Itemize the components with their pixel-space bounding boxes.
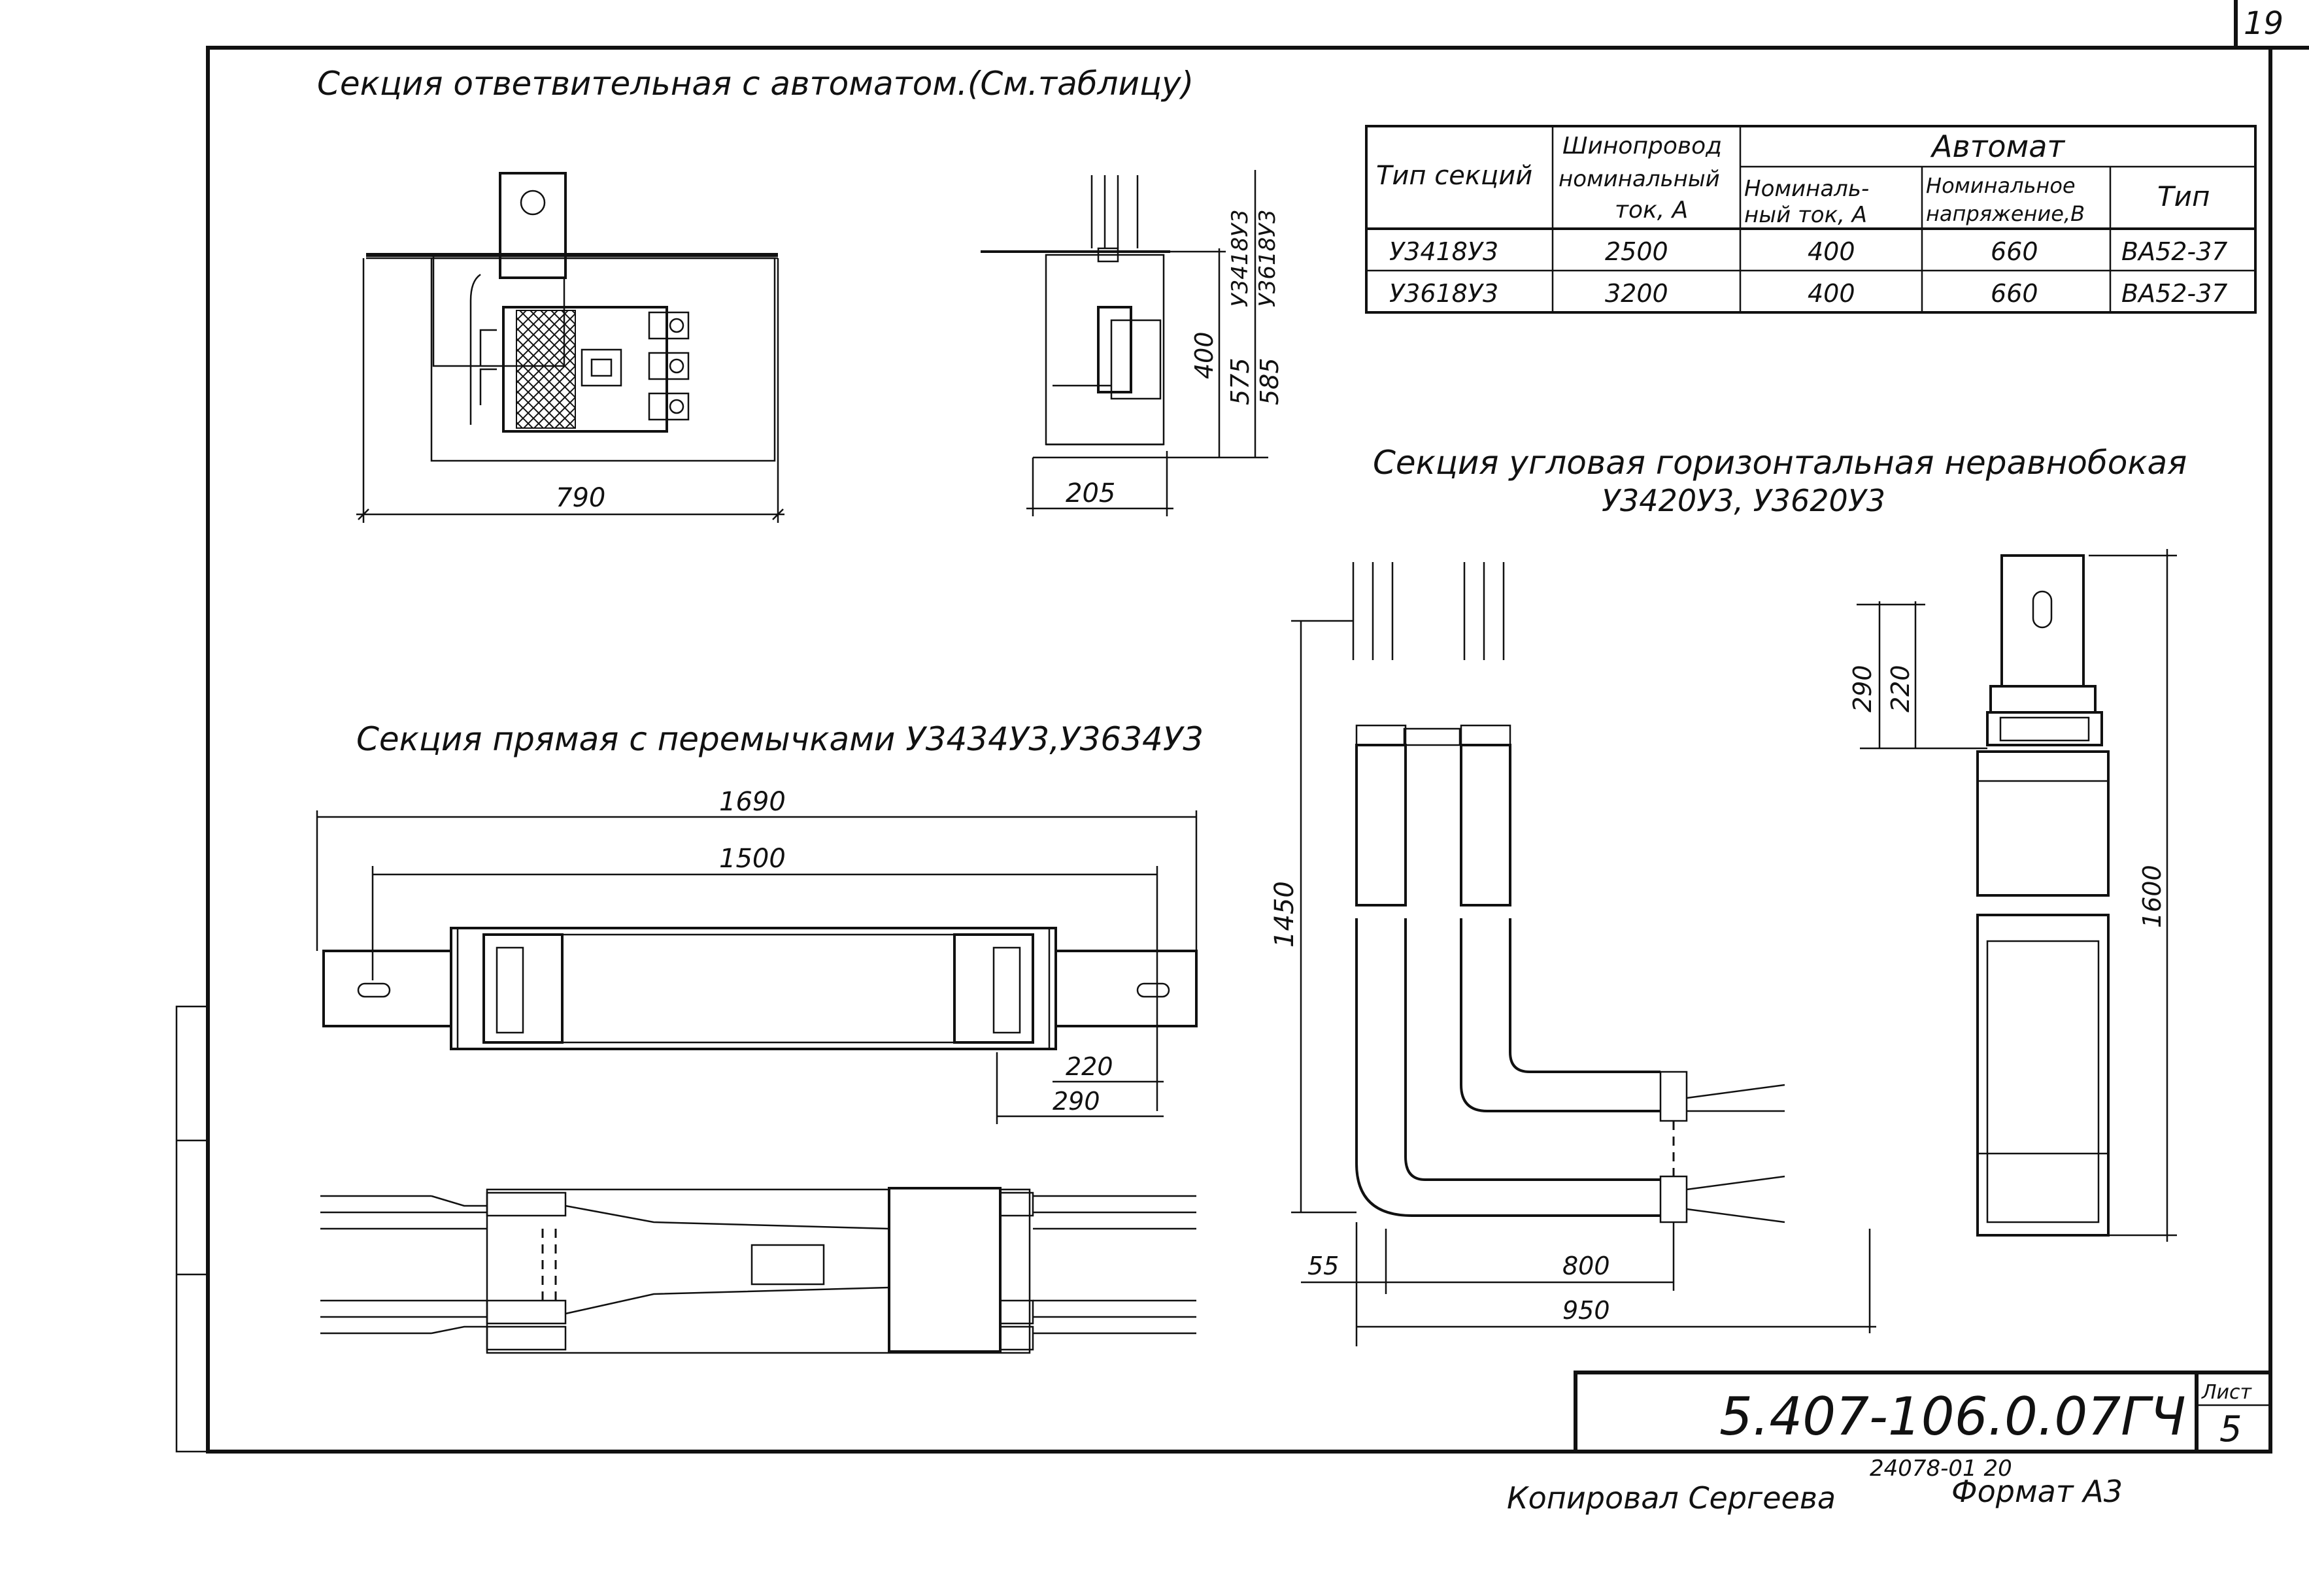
straight-section-view — [322, 927, 1198, 1050]
title-branch-section: Секция ответвительная с автоматом.(См.та… — [317, 65, 1194, 103]
table-cell: 2500 — [1605, 237, 1668, 266]
table-cell: 660 — [1991, 237, 2038, 266]
sheet-corner-number: 19 — [2244, 5, 2284, 42]
title-corner-section-1: Секция угловая горизонтальная неравнобок… — [1373, 444, 2187, 482]
sheet-frame — [175, 0, 2309, 1454]
table-cell: 400 — [1808, 237, 1855, 266]
title-straight-section: Секция прямая с перемычками У3434У3,У363… — [356, 720, 1204, 758]
title-corner-section-2: У3420У3, У3620У3 — [1602, 483, 1885, 518]
dim-790-label: 790 — [556, 483, 605, 513]
dim-side-220-label: 220 — [1886, 665, 1915, 712]
sheet-number: 5 — [2219, 1408, 2242, 1450]
sheet-label: Лист — [2201, 1381, 2253, 1404]
table-header-busbar-1: Шинопровод — [1562, 133, 1722, 159]
dim-205-label: 205 — [1066, 478, 1115, 508]
dim-1600-label: 1600 — [2138, 865, 2166, 928]
table-header-current-2: ный ток, А — [1744, 202, 1867, 228]
dim-branch-side — [1026, 170, 1268, 516]
table-header-busbar-3: ток, А — [1615, 197, 1688, 224]
dim-950-label: 950 — [1562, 1296, 1610, 1325]
archive-number: 24078-01 20 — [1870, 1455, 2012, 1482]
dim-290-label: 290 — [1053, 1087, 1100, 1116]
side-type-2: У3618У3 — [1255, 209, 1281, 307]
dim-55-label: 55 — [1307, 1252, 1339, 1280]
dim-side-290-label: 290 — [1848, 665, 1877, 712]
corner-section-plan — [1352, 562, 1785, 1223]
table-cell: 400 — [1808, 279, 1855, 308]
table-cell: 3200 — [1605, 279, 1668, 308]
document-code: 5.407-106.0.07ГЧ — [1719, 1386, 2186, 1447]
table-header-busbar-2: номинальный — [1559, 166, 1720, 192]
dim-corner — [1291, 620, 1876, 1346]
table-header-type: Тип секций — [1376, 161, 1532, 191]
table-header-voltage-1: Номинальное — [1926, 173, 2076, 198]
dim-corner-side — [1857, 549, 2177, 1242]
dim-1450-label: 1450 — [1270, 881, 1300, 948]
table-cell: ВА52-37 — [2121, 279, 2227, 308]
table-header-breaker: Автомат — [1930, 129, 2065, 164]
table-header-model: Тип — [2157, 180, 2210, 212]
dim-575-label: 575 — [1226, 357, 1255, 405]
table-header-current-1: Номиналь- — [1744, 176, 1869, 202]
branch-section-side-view — [981, 175, 1170, 446]
dim-220-label: 220 — [1066, 1052, 1113, 1081]
dim-800-label: 800 — [1562, 1252, 1610, 1280]
breaker-table — [1365, 125, 2257, 314]
sheet-format: Формат А3 — [1951, 1474, 2123, 1509]
table-cell: 660 — [1991, 279, 2038, 308]
dim-400-label: 400 — [1190, 331, 1219, 379]
dim-straight — [316, 810, 1198, 1124]
dim-1500-label: 1500 — [719, 844, 786, 874]
table-cell: ВА52-37 — [2121, 237, 2227, 266]
dim-1690-label: 1690 — [719, 787, 786, 817]
dim-585-label: 585 — [1255, 357, 1284, 405]
copied-by: Копировал Сергеева — [1507, 1480, 1836, 1516]
corner-section-side-view — [1976, 554, 2110, 1237]
table-header-voltage-2: напряжение,В — [1926, 201, 2085, 226]
branch-section-front-view — [366, 172, 778, 462]
dim-branch-width — [356, 258, 784, 523]
side-type-1: У3418У3 — [1227, 209, 1253, 307]
title-block — [1574, 1371, 2272, 1454]
table-cell: У3618У3 — [1389, 279, 1498, 308]
table-cell: У3418У3 — [1389, 237, 1498, 266]
straight-section-plan — [320, 1187, 1196, 1354]
